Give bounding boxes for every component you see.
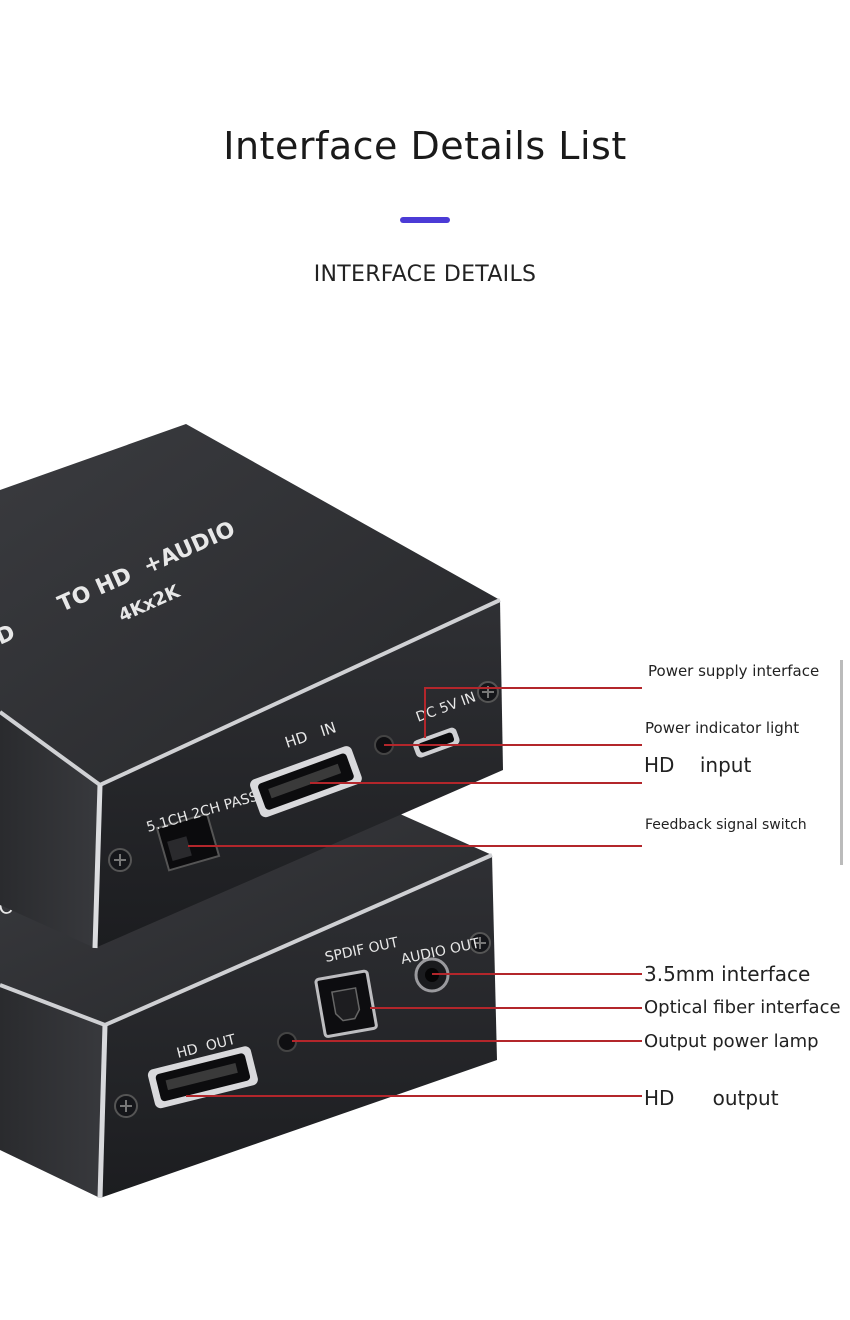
callout-hdmi-output: HD output xyxy=(644,1086,779,1110)
feedback-switch-port xyxy=(155,812,221,872)
callout-power-indicator: Power indicator light xyxy=(645,719,800,737)
callout-power-supply: Power supply interface xyxy=(648,662,820,680)
page-title: Interface Details List xyxy=(223,124,627,168)
callout-audio-35: 3.5mm interface xyxy=(644,962,811,986)
screw-cross xyxy=(120,1100,132,1112)
power-supply-port xyxy=(412,727,460,758)
hdmi-output-port xyxy=(147,1046,258,1109)
callout-optical: Optical fiber interface xyxy=(644,997,841,1018)
callout-output-lamp: Output power lamp xyxy=(644,1031,819,1052)
callout-hdmi-input: HD input xyxy=(644,753,752,777)
callout-lines xyxy=(186,687,642,1097)
page-subtitle: INTERFACE DETAILS xyxy=(313,262,537,287)
hdmi-input-port xyxy=(250,746,362,818)
top-unit: D TO HD +AUDIO 4Kx2K 5.1CH 2CH PASS HD I… xyxy=(0,424,503,949)
optical-port xyxy=(314,969,378,1038)
line-power-supply xyxy=(424,687,642,738)
callout-feedback-switch: Feedback signal switch xyxy=(645,817,807,833)
side-divider xyxy=(840,660,843,865)
title-accent-bar xyxy=(400,217,450,223)
